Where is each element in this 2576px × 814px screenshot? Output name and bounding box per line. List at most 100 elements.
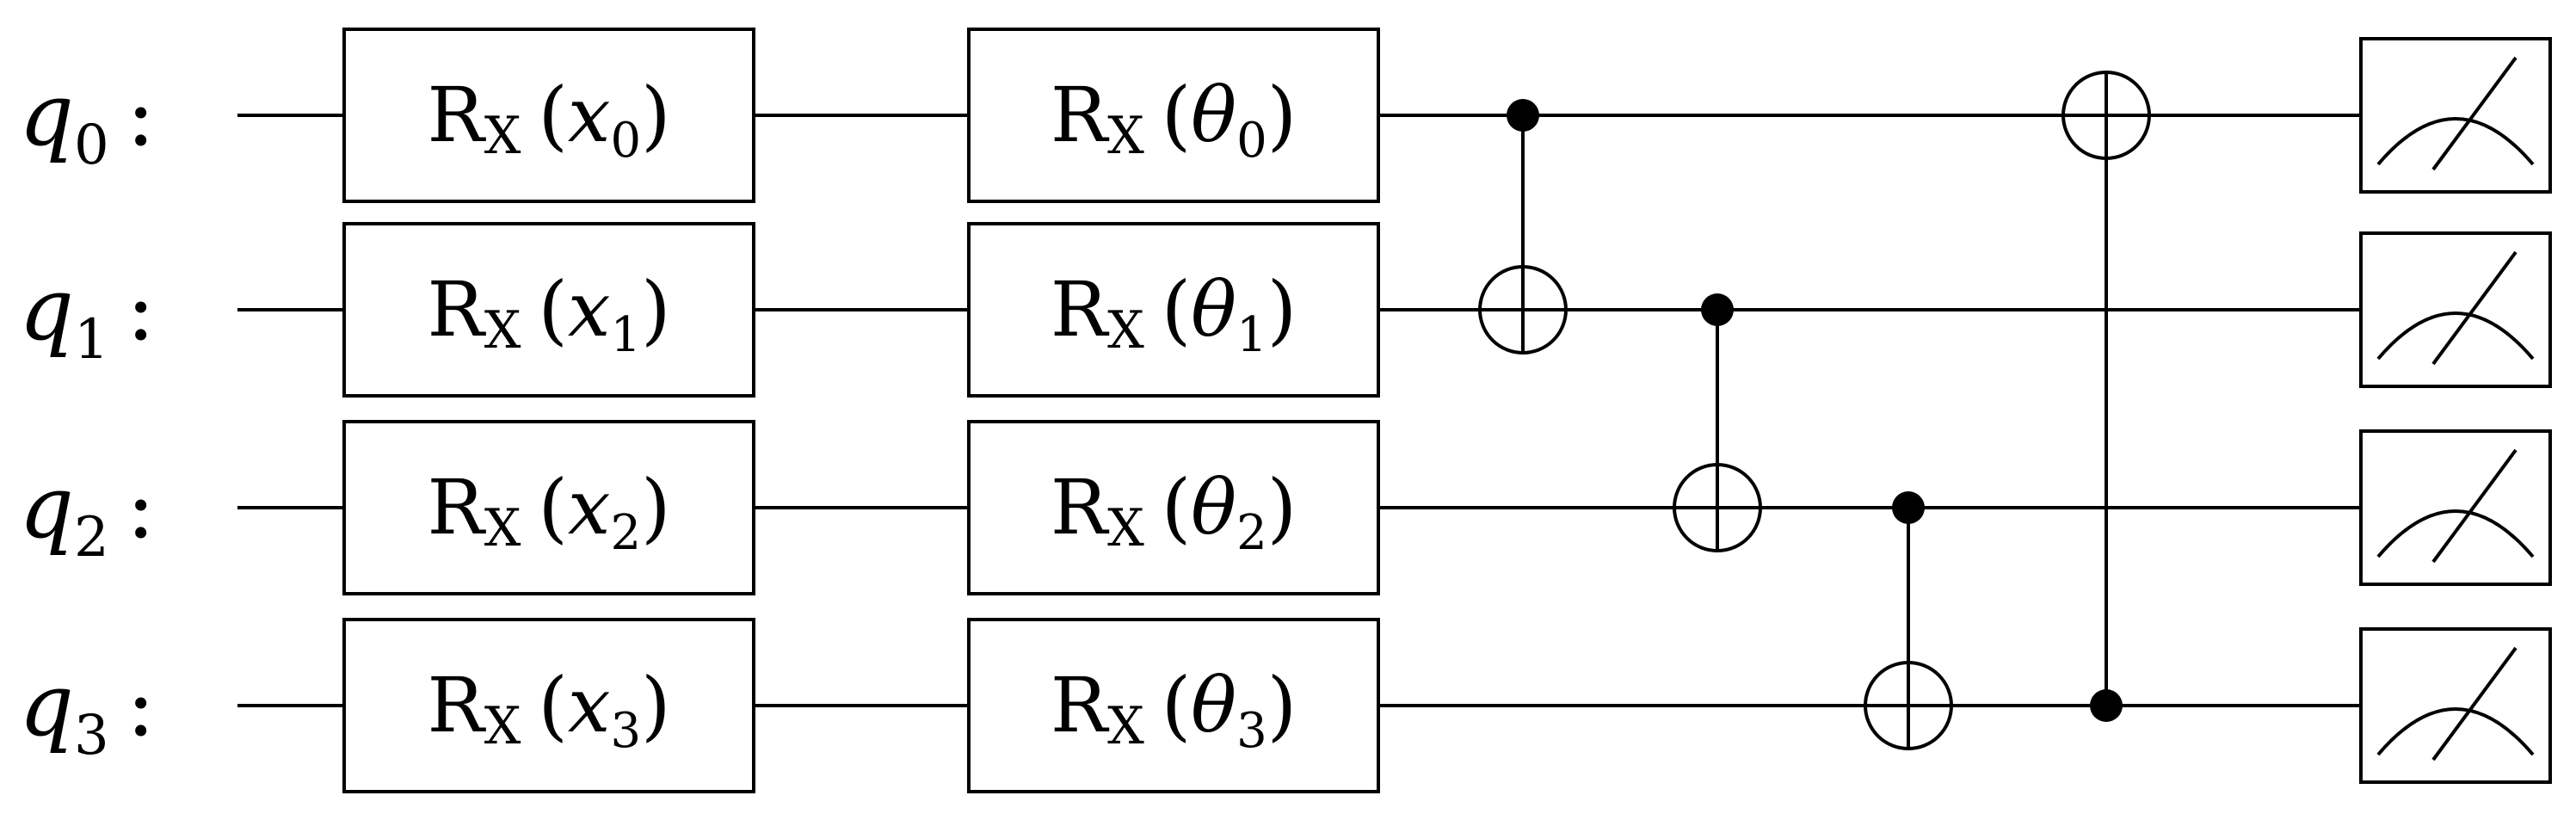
qubit-colon: :	[126, 259, 156, 360]
measurement-0[interactable]	[2359, 37, 2552, 194]
gate-argument-index: 2	[1236, 505, 1267, 561]
gate-argument: x	[568, 463, 611, 552]
variational-rx-gate-1[interactable]: RX(θ1)	[967, 222, 1380, 398]
gate-argument: θ	[1191, 71, 1236, 159]
gate-argument: θ	[1191, 265, 1236, 354]
qubit-colon: :	[126, 655, 156, 755]
gate-open-paren: (	[1162, 463, 1191, 552]
qubit-index: 2	[74, 506, 109, 570]
qubit-name: q	[19, 457, 74, 558]
gate-label: RX(x3)	[428, 661, 671, 759]
cnot-gate-0[interactable]	[1478, 99, 1568, 355]
qubit-label-0: q0:	[19, 65, 155, 177]
gate-box	[967, 222, 1380, 398]
gate-label: RX(θ2)	[1051, 463, 1297, 561]
qubit-label-3: q3:	[19, 655, 155, 768]
gate-box	[967, 618, 1380, 793]
gate-argument: x	[568, 265, 611, 354]
measurement-2[interactable]	[2359, 429, 2552, 586]
meter-box	[2359, 37, 2552, 194]
encoding-rx-gate-1[interactable]: RX(x1)	[342, 222, 755, 398]
gate-box	[342, 420, 755, 595]
gate-argument: x	[568, 71, 611, 159]
gate-open-paren: (	[539, 661, 568, 749]
gate-argument-index: 1	[1236, 307, 1267, 363]
cnot-gate-2[interactable]	[1864, 491, 1953, 750]
gate-argument-index: 1	[610, 307, 641, 363]
cnot-gates	[1478, 71, 2151, 750]
gate-base: R	[428, 71, 487, 159]
gate-open-paren: (	[539, 463, 568, 552]
variational-rx-gate-3[interactable]: RX(θ3)	[967, 618, 1380, 793]
variational-gate-column: RX(θ0)RX(θ1)RX(θ2)RX(θ3)	[967, 28, 1380, 793]
gate-open-paren: (	[539, 71, 568, 159]
gate-label: RX(x2)	[428, 463, 671, 561]
encoding-rx-gate-2[interactable]: RX(x2)	[342, 420, 755, 595]
gate-close-paren: )	[1267, 463, 1297, 552]
qubit-wires	[237, 114, 2361, 707]
qubit-name: q	[19, 259, 74, 360]
gate-label: RX(x1)	[428, 265, 671, 363]
gate-box	[967, 420, 1380, 595]
gate-open-paren: (	[1162, 71, 1191, 159]
gate-close-paren: )	[641, 661, 670, 749]
qubit-labels: q0:q1:q2:q3:	[19, 65, 155, 768]
gate-close-paren: )	[1267, 265, 1297, 354]
gate-box	[342, 618, 755, 793]
gate-box	[342, 28, 755, 203]
meter-needle-icon	[2431, 250, 2517, 366]
gate-open-paren: (	[539, 265, 568, 354]
gate-close-paren: )	[641, 71, 670, 159]
gate-axis: X	[484, 106, 521, 166]
gate-close-paren: )	[641, 463, 670, 552]
gate-axis: X	[1107, 498, 1144, 558]
gate-label: RX(x0)	[428, 71, 671, 169]
qubit-index: 1	[74, 308, 109, 372]
gate-axis: X	[1107, 106, 1144, 166]
gate-label: RX (θ0)	[1051, 71, 1297, 169]
qubit-index: 0	[74, 114, 109, 177]
variational-rx-gate-0[interactable]: RX (θ0)	[967, 28, 1380, 203]
gate-argument-index: 3	[610, 703, 641, 759]
meter-dial-icon	[2376, 311, 2535, 361]
control-dot-icon	[1892, 491, 1925, 524]
encoding-rx-gate-3[interactable]: RX(x3)	[342, 618, 755, 793]
gate-argument-index: 0	[1236, 113, 1267, 169]
cnot-gate-3[interactable]	[2061, 71, 2151, 722]
gate-axis: X	[484, 300, 521, 361]
gate-base: R	[1051, 265, 1110, 354]
control-dot-icon	[1507, 99, 1539, 132]
meter-needle-icon	[2431, 56, 2517, 171]
measurement-1[interactable]	[2359, 231, 2552, 388]
meter-box	[2359, 627, 2552, 784]
qubit-colon: :	[126, 65, 156, 165]
qubit-colon: :	[126, 457, 156, 558]
gate-argument: θ	[1191, 661, 1236, 749]
control-dot-icon	[1701, 293, 1734, 326]
meter-box	[2359, 231, 2552, 388]
meter-needle-icon	[2431, 448, 2517, 564]
encoding-rx-gate-0[interactable]: RX(x0)	[342, 28, 755, 203]
gate-open-paren: (	[1162, 661, 1191, 749]
gate-box	[342, 222, 755, 398]
encoding-gate-column: RX(x0)RX(x1)RX(x2)RX(x3)	[342, 28, 755, 793]
meter-box	[2359, 429, 2552, 586]
gate-argument-index: 2	[610, 505, 641, 561]
qubit-index: 3	[74, 704, 109, 768]
gate-axis: X	[484, 696, 521, 756]
gate-axis: X	[1107, 300, 1144, 361]
cnot-gate-1[interactable]	[1673, 293, 1762, 552]
gate-base: R	[1051, 463, 1110, 552]
variational-rx-gate-2[interactable]: RX(θ2)	[967, 420, 1380, 595]
gate-base: R	[1051, 71, 1110, 159]
meter-dial-icon	[2376, 509, 2535, 558]
gate-close-paren: )	[641, 265, 670, 354]
qubit-label-1: q1:	[19, 259, 155, 372]
gate-argument-index: 3	[1236, 703, 1267, 759]
control-dot-icon	[2090, 689, 2123, 722]
gate-box	[967, 28, 1380, 203]
measurement-3[interactable]	[2359, 627, 2552, 784]
meter-dial-icon	[2376, 707, 2535, 756]
gate-close-paren: )	[1267, 71, 1297, 159]
